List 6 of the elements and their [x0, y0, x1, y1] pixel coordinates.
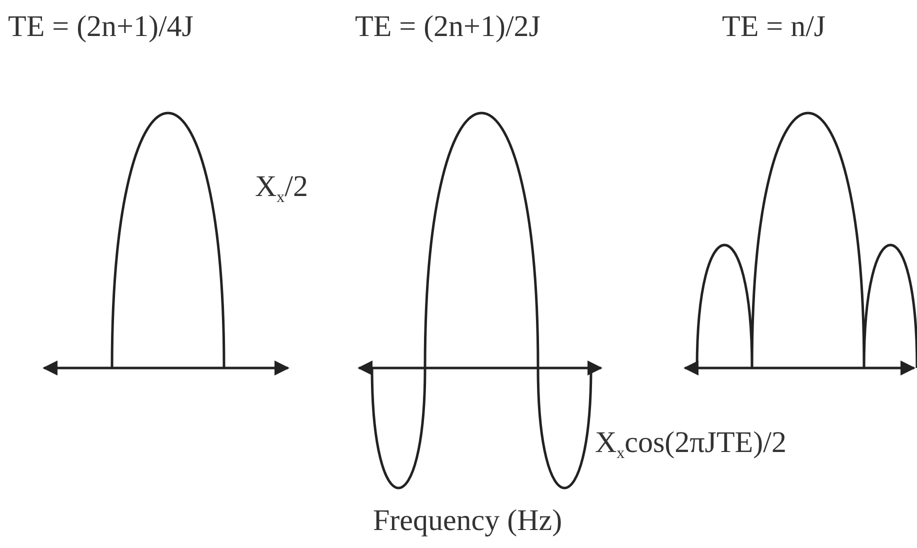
peak-amplitude-label: X$_{x}$cos(2πJTE)/2 [595, 428, 786, 458]
peak-amplitude-label: X$_{x}$/2 [255, 172, 308, 202]
echo-time-condition: TE = n/J [722, 12, 826, 42]
echo-time-condition: TE = (2n+1)/4J [8, 12, 194, 42]
axis-title: Frequency (Hz) [373, 506, 562, 536]
echo-time-condition: TE = (2n+1)/2J [355, 12, 540, 42]
